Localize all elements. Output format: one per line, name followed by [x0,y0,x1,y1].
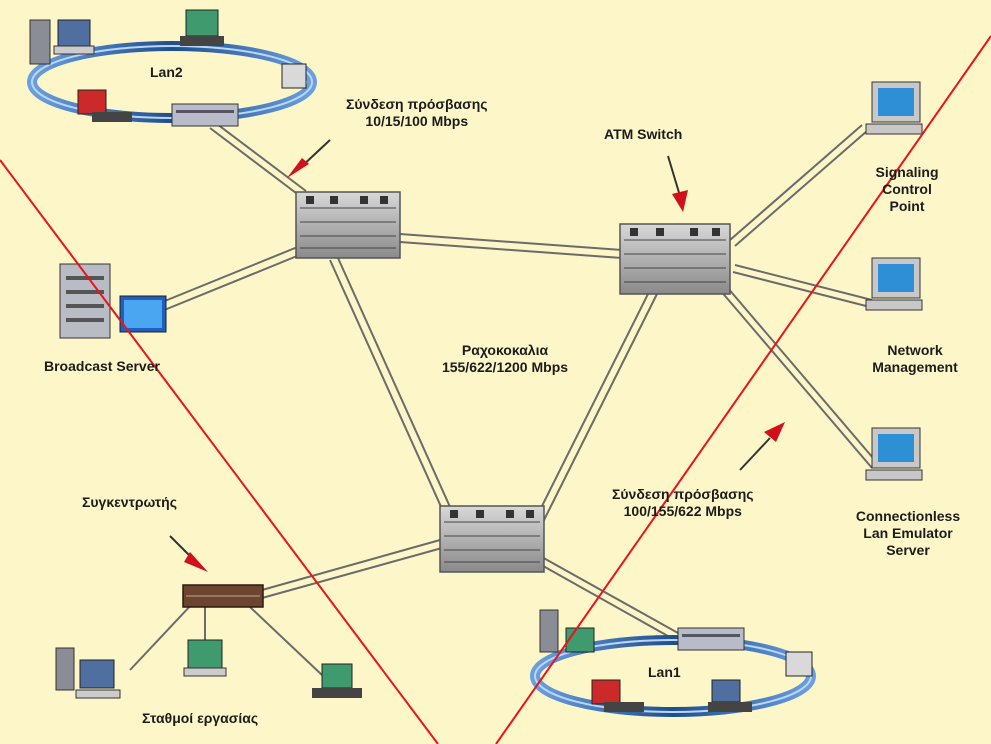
link-switch1-switch3 [330,258,455,520]
lan2-pc-4 [78,90,132,122]
label-network-management: Network Management [850,342,980,376]
label-backbone: Ραχοκοκαλια 155/622/1200 Mbps [430,342,580,376]
label-workstations: Σταθμοί εργασίας [142,710,258,727]
arrow-access-link-bottom [740,422,785,470]
arrow-atm-switch [668,156,688,212]
atm-switch-top-right [620,224,730,294]
connectionless-terminal [866,428,922,480]
lan2-pc-2 [180,10,224,46]
label-broadcast-server: Broadcast Server [44,358,160,375]
label-backbone-line2: 155/622/1200 Mbps [430,359,580,376]
link-lan2-switch1 [210,124,306,196]
link-switch2-connectionless [720,287,879,468]
lan1-server-tower [540,610,558,652]
link-switch1-switch2 [400,234,622,258]
label-access-link-top-line1: Σύνδεση πρόσβασης [346,96,488,113]
label-connectionless-line1: Connectionless [838,508,978,525]
label-access-link-top-line2: 10/15/100 Mbps [346,113,488,130]
label-lan2: Lan2 [150,64,183,81]
label-network-management-line2: Management [850,359,980,376]
link-switch1-broadcast [150,246,302,315]
network-management-terminal [866,258,922,310]
label-concentrator: Συγκεντρωτής [82,494,177,511]
label-connectionless-line3: Server [838,542,978,559]
label-connectionless-server: Connectionless Lan Emulator Server [838,508,978,559]
broadcast-server-device [60,264,166,338]
lan1-pc-4 [786,652,812,676]
workstation-2 [184,640,226,676]
workstation-1 [56,648,120,698]
label-access-link-bottom-line2: 100/155/622 Mbps [612,503,754,520]
concentrator-hub [183,585,263,607]
links-hub-workstations [130,603,322,675]
lan2-server-tower [30,20,50,64]
label-signaling-line1: Signaling [862,164,952,181]
label-access-link-bottom-line1: Σύνδεση πρόσβασης [612,486,754,503]
lan2-pc-1 [54,20,94,54]
atm-switch-bottom [440,506,544,572]
label-backbone-line1: Ραχοκοκαλια [430,342,580,359]
label-access-link-bottom: Σύνδεση πρόσβασης 100/155/622 Mbps [612,486,754,520]
label-connectionless-line2: Lan Emulator [838,525,978,542]
label-access-link-top: Σύνδεση πρόσβασης 10/15/100 Mbps [346,96,488,130]
link-switch2-signaling [730,125,867,246]
link-switch3-hub [262,540,442,598]
arrow-concentrator [170,536,208,572]
label-signaling-line3: Point [862,198,952,215]
label-lan1: Lan1 [648,664,681,681]
label-atm-switch: ATM Switch [604,126,682,143]
arrow-access-link-top [287,140,330,178]
lan1-router [678,628,744,650]
link-switch2-netmgmt [733,265,872,307]
lan1-pc-1 [566,628,594,652]
signaling-terminal [866,82,922,134]
lan1-pc-3 [708,680,752,712]
lan2-router [172,104,238,126]
atm-switch-top-left [296,192,400,258]
workstation-3 [312,664,362,698]
label-network-management-line1: Network [850,342,980,359]
label-signaling-control-point: Signaling Control Point [862,164,952,215]
lan2-pc-3 [282,64,306,88]
label-signaling-line2: Control [862,181,952,198]
